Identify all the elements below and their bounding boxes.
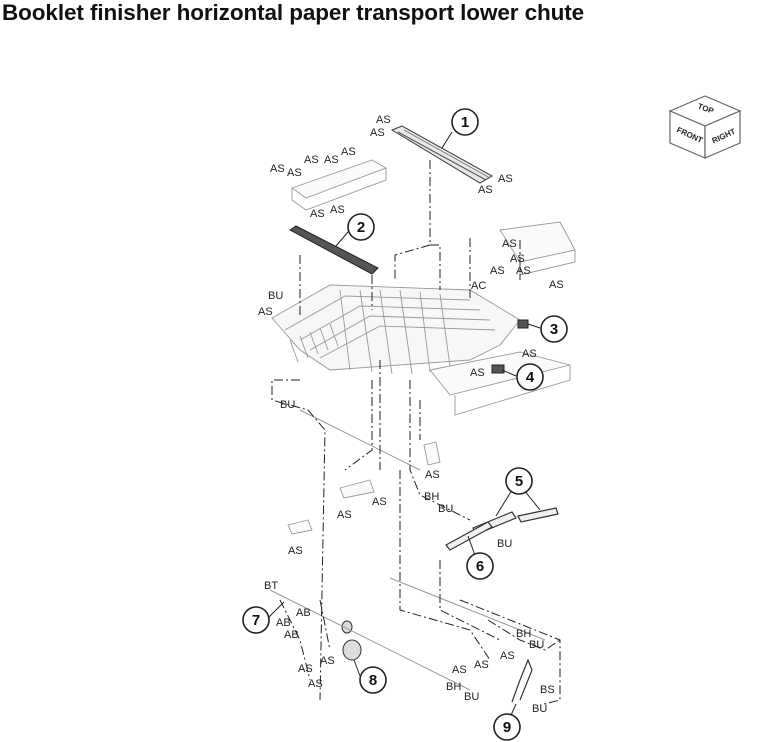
callout-3: 3 xyxy=(540,315,568,343)
shafts xyxy=(269,409,546,691)
callout-number: 2 xyxy=(357,219,365,236)
part-label-as: AS xyxy=(270,163,285,175)
part-label-bu: BU xyxy=(438,503,453,515)
callout-8: 8 xyxy=(359,666,387,694)
part-label-bu: BU xyxy=(268,290,283,302)
part-label-as: AS xyxy=(308,678,323,690)
callout-5: 5 xyxy=(505,467,533,495)
callout-6: 6 xyxy=(466,552,494,580)
part-label-as: AS xyxy=(425,469,440,481)
part-label-bu: BU xyxy=(464,691,479,703)
part-label-ab: AB xyxy=(284,629,299,641)
part-label-as: AS xyxy=(474,659,489,671)
part-label-bu: BU xyxy=(529,639,544,651)
sensor-part xyxy=(517,319,529,329)
part-label-as: AS xyxy=(337,509,352,521)
part-label-as: AS xyxy=(341,146,356,158)
lever-part xyxy=(511,658,533,703)
callout-7: 7 xyxy=(242,606,270,634)
part-label-as: AS xyxy=(310,208,325,220)
part-label-bh: BH xyxy=(424,491,439,503)
part-label-bs: BS xyxy=(540,684,555,696)
part-label-as: AS xyxy=(320,655,335,667)
part-label-bh: BH xyxy=(516,628,531,640)
right-bracket xyxy=(499,221,576,276)
callout-9: 9 xyxy=(493,713,521,741)
part-label-as: AS xyxy=(522,348,537,360)
part-label-bh: BH xyxy=(446,681,461,693)
part-label-as: AS xyxy=(324,154,339,166)
small-brackets xyxy=(287,441,441,535)
callout-number: 7 xyxy=(252,612,260,629)
orientation-cube-icon: TOP FRONT RIGHT xyxy=(668,95,742,159)
part-code-labels: AS AS AS AS AS AS AS AS AS AS AS AS AS A… xyxy=(258,114,564,715)
part-label-ac: AC xyxy=(471,280,486,292)
part-label-as: AS xyxy=(549,279,564,291)
part-label-ab: AB xyxy=(296,607,311,619)
part-label-as: AS xyxy=(502,238,517,250)
guide-part xyxy=(289,225,379,275)
part-label-as: AS xyxy=(287,167,302,179)
part-label-as: AS xyxy=(510,253,525,265)
callout-number: 9 xyxy=(503,719,511,736)
callout-2: 2 xyxy=(347,213,375,241)
part-label-as: AS xyxy=(452,664,467,676)
part-label-as: AS xyxy=(258,306,273,318)
callout-4: 4 xyxy=(516,363,544,391)
part-label-as: AS xyxy=(478,184,493,196)
explosion-lines xyxy=(271,160,561,706)
part-label-ab: AB xyxy=(276,617,291,629)
part-label-as: AS xyxy=(490,265,505,277)
callout-1: 1 xyxy=(451,108,479,136)
actuator-part xyxy=(491,364,505,374)
part-label-as: AS xyxy=(370,127,385,139)
part-label-bt: BT xyxy=(264,580,278,592)
upper-bracket xyxy=(291,159,388,211)
callout-number: 5 xyxy=(515,473,523,490)
callout-number: 3 xyxy=(550,321,558,338)
part-label-as: AS xyxy=(298,663,313,675)
part-label-as: AS xyxy=(498,173,513,185)
link-part xyxy=(445,521,493,551)
part-label-bu: BU xyxy=(497,538,512,550)
part-label-as: AS xyxy=(470,367,485,379)
callout-number: 6 xyxy=(476,558,484,575)
callout-number: 4 xyxy=(526,369,535,386)
part-label-as: AS xyxy=(304,154,319,166)
callout-leaders xyxy=(267,131,541,723)
part-label-as: AS xyxy=(372,496,387,508)
upper-chute-part xyxy=(390,125,494,184)
part-label-as: AS xyxy=(330,204,345,216)
part-label-as: AS xyxy=(288,545,303,557)
roller-part xyxy=(341,620,362,661)
part-label-bu: BU xyxy=(280,399,295,411)
callout-number: 1 xyxy=(461,114,469,131)
part-label-as: AS xyxy=(500,650,515,662)
part-label-bu: BU xyxy=(532,703,547,715)
part-label-as: AS xyxy=(516,265,531,277)
page-title: Booklet finisher horizontal paper transp… xyxy=(2,0,585,25)
callout-number: 8 xyxy=(369,672,377,689)
part-label-as: AS xyxy=(376,114,391,126)
